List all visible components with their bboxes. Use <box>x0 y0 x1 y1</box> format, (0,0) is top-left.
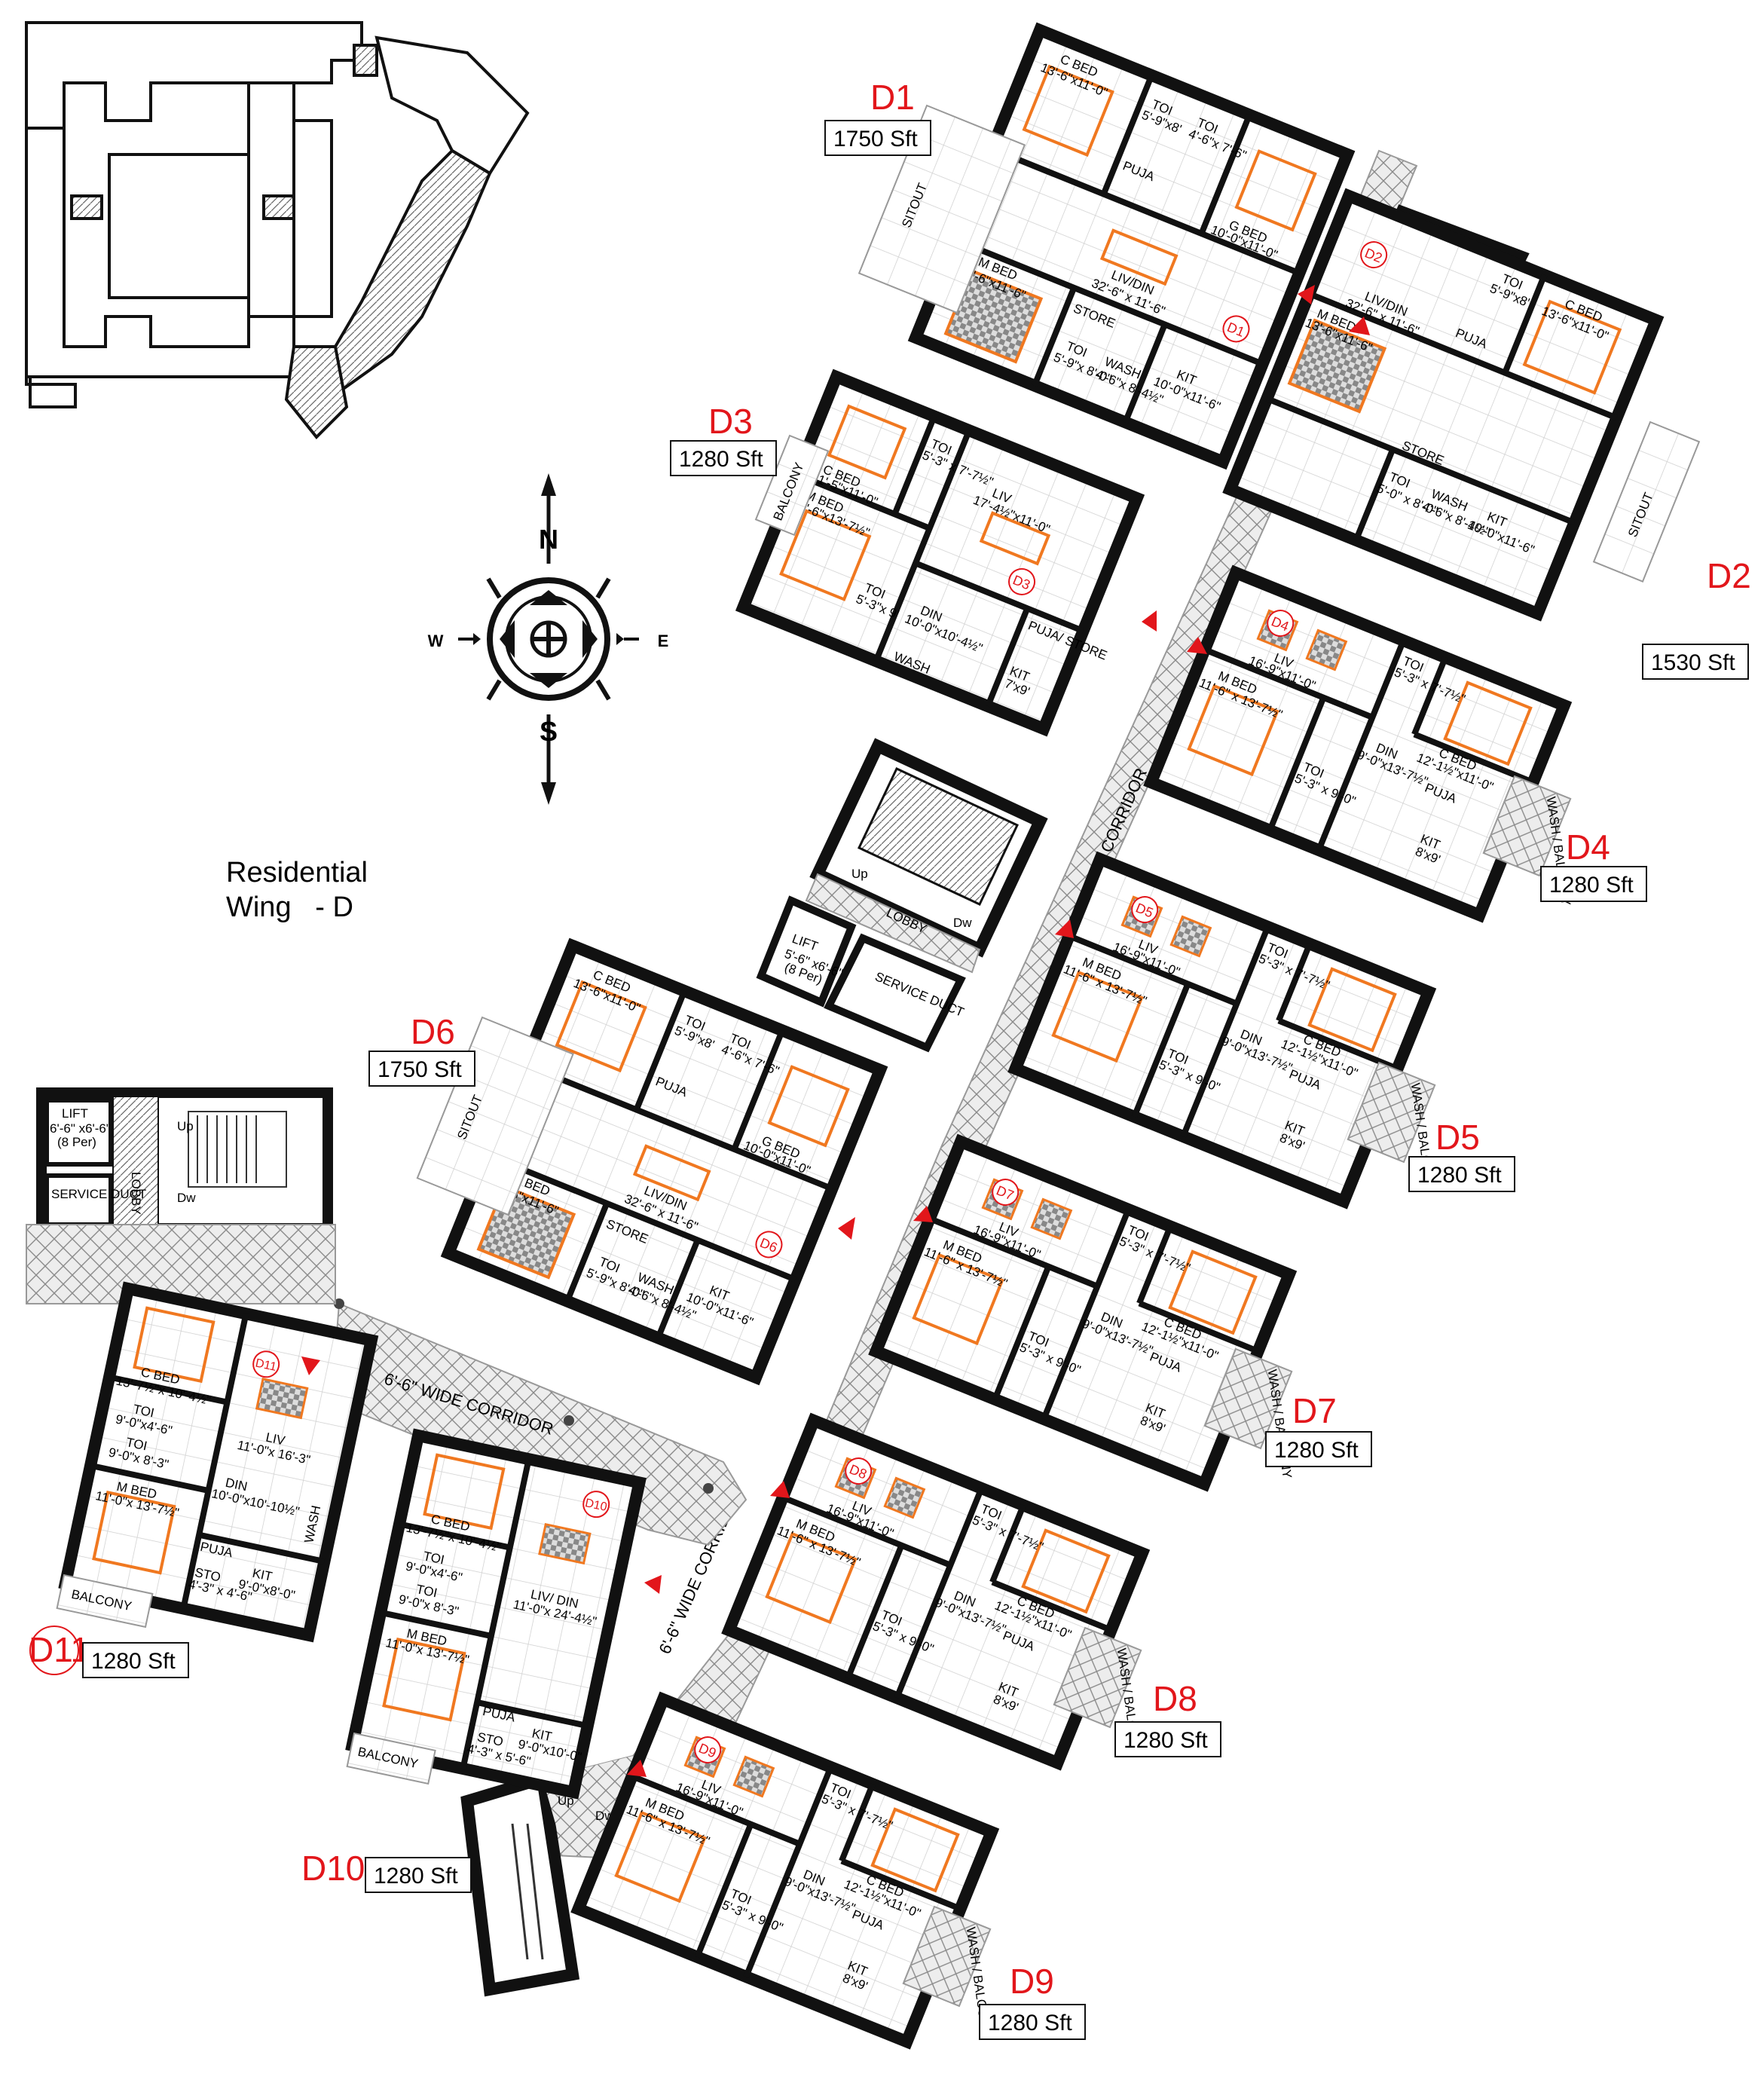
entry-arrow-d10 <box>644 1575 662 1594</box>
d1-id: D1 <box>870 78 915 117</box>
d1-sitout: SITOUT <box>858 104 1026 314</box>
core-left-lift-size: 6'-6" x6'-6" <box>50 1121 111 1136</box>
unit-d5: LIV 16'-9"x11'-0" TOI 5'-3" x 7'-7½" M B… <box>1007 851 1437 1210</box>
core-left-lift-cap: (8 Per) <box>57 1135 96 1149</box>
d10-area: 1280 Sft <box>374 1864 458 1889</box>
d6-sitout: SITOUT <box>416 1016 574 1216</box>
d11-tag: D11 <box>254 1356 277 1374</box>
d9-id: D9 <box>1010 1962 1054 2001</box>
entry-arrow-d3 <box>1142 610 1157 632</box>
d9-area-box: 1280 Sft <box>979 2004 1086 2040</box>
d8-area-box: 1280 Sft <box>1114 1721 1221 1757</box>
d7-area: 1280 Sft <box>1274 1438 1359 1463</box>
entry-arrow-d8 <box>770 1481 790 1498</box>
compass-e: E <box>658 632 669 650</box>
entry-arrow-d4 <box>1187 637 1207 654</box>
entry-arrow-d11 <box>301 1356 320 1375</box>
entry-arrow-d9 <box>627 1760 647 1777</box>
core-left-up: Up <box>177 1119 194 1133</box>
d2-sitout: SITOUT <box>1592 421 1701 583</box>
unit-d7: LIV 16'-9"x11'-0" TOI 5'-3" x 7'-7½" M B… <box>868 1133 1298 1492</box>
d3-area: 1280 Sft <box>679 447 763 472</box>
d11-balcony: BALCONY <box>56 1574 154 1629</box>
compass-s: S <box>540 716 558 747</box>
wing-title-line2: Wing - D <box>226 892 353 923</box>
entry-arrow-d1 <box>1298 285 1315 304</box>
compass-w: W <box>428 632 444 650</box>
d4-area: 1280 Sft <box>1549 873 1634 898</box>
d7-area-box: 1280 Sft <box>1265 1431 1372 1467</box>
d11-area-box: 1280 Sft <box>82 1642 189 1678</box>
core-upper-dw: Dw <box>953 916 972 930</box>
entry-arrow-d2 <box>1349 317 1370 335</box>
d10-id: D10 <box>301 1849 365 1888</box>
d10-area-box: 1280 Sft <box>365 1857 472 1893</box>
core-upper: LOBBY Up Dw LIFT 5'-6" x6'-6" (8 Per) SE… <box>756 738 1048 1053</box>
d3-area-box: 1280 Sft <box>670 440 777 476</box>
d11-id: D11 <box>29 1630 90 1669</box>
unit-d1: C BED 13'-6"x11'-0" TOI 5'-9"x8' TOI 4'-… <box>907 22 1356 470</box>
d2-area: 1530 Sft <box>1651 650 1735 675</box>
unit-d8: LIV 16'-9"x11'-0" TOI 5'-3" x 7'-7½" M B… <box>721 1412 1151 1771</box>
unit-d3: C BED 11'-5"x11'-0" TOI 5'-3" x 7'-7½" M… <box>735 369 1145 737</box>
d1-area: 1750 Sft <box>833 127 918 151</box>
entry-markers <box>301 285 1370 1777</box>
d5-area: 1280 Sft <box>1417 1163 1502 1188</box>
d6-id: D6 <box>411 1012 455 1051</box>
core-left-lift: LIFT <box>62 1106 88 1121</box>
d5-area-box: 1280 Sft <box>1408 1156 1515 1192</box>
d5-id: D5 <box>1435 1118 1480 1157</box>
d3-id: D3 <box>708 402 753 441</box>
d1-area-box: 1750 Sft <box>824 120 931 156</box>
unit-d11: C BED 13'-7½"x 10'-4½" TOI 9'-0"x4'-6" T… <box>58 1281 379 1643</box>
d8-area: 1280 Sft <box>1124 1728 1208 1753</box>
entry-arrow-d6 <box>838 1217 855 1240</box>
d4-area-box: 1280 Sft <box>1540 866 1647 902</box>
core-upper-up: Up <box>851 867 868 881</box>
d9-area: 1280 Sft <box>988 2011 1072 2035</box>
unit-d10: C BED 13'-7½"x 10'-4½" TOI 9'-0"x4'-6" T… <box>345 1428 647 1800</box>
core-left-lobby: LOBBY <box>129 1172 143 1215</box>
core-left-duct: SERVICE DUCT <box>51 1187 146 1201</box>
d7-id: D7 <box>1292 1391 1337 1430</box>
core-left: LOBBY Up Dw LIFT 6'-6" x6'-6" (8 Per) SE… <box>26 1087 336 1304</box>
d4-id: D4 <box>1566 827 1610 867</box>
d2-id: D2 <box>1707 556 1751 595</box>
d2-area-box: 1530 Sft <box>1642 644 1749 680</box>
d6-area: 1750 Sft <box>378 1057 462 1082</box>
compass: N S W E <box>428 473 669 805</box>
d8-id: D8 <box>1153 1679 1197 1718</box>
d10-balcony: BALCONY <box>346 1732 436 1785</box>
d10-tag: D10 <box>584 1497 608 1514</box>
d11-area: 1280 Sft <box>91 1649 176 1674</box>
d6-area-box: 1750 Sft <box>368 1051 475 1087</box>
core-left-dw: Dw <box>177 1191 196 1205</box>
unit-d4: LIV 16'-9"x11'-0" TOI 5'-3" x 7'-7½" M B… <box>1143 564 1573 923</box>
compass-n: N <box>539 524 558 555</box>
entry-arrow-d5 <box>1055 919 1074 938</box>
wing-title: Residential Wing - D <box>226 855 368 925</box>
key-plan <box>25 21 530 439</box>
unit-d2: TOI 5'-9"x8' C BED 13'-6"x11'-0" LIV/DIN… <box>1222 188 1665 622</box>
wing-title-line1: Residential <box>226 857 368 888</box>
entry-arrow-d7 <box>913 1206 933 1222</box>
